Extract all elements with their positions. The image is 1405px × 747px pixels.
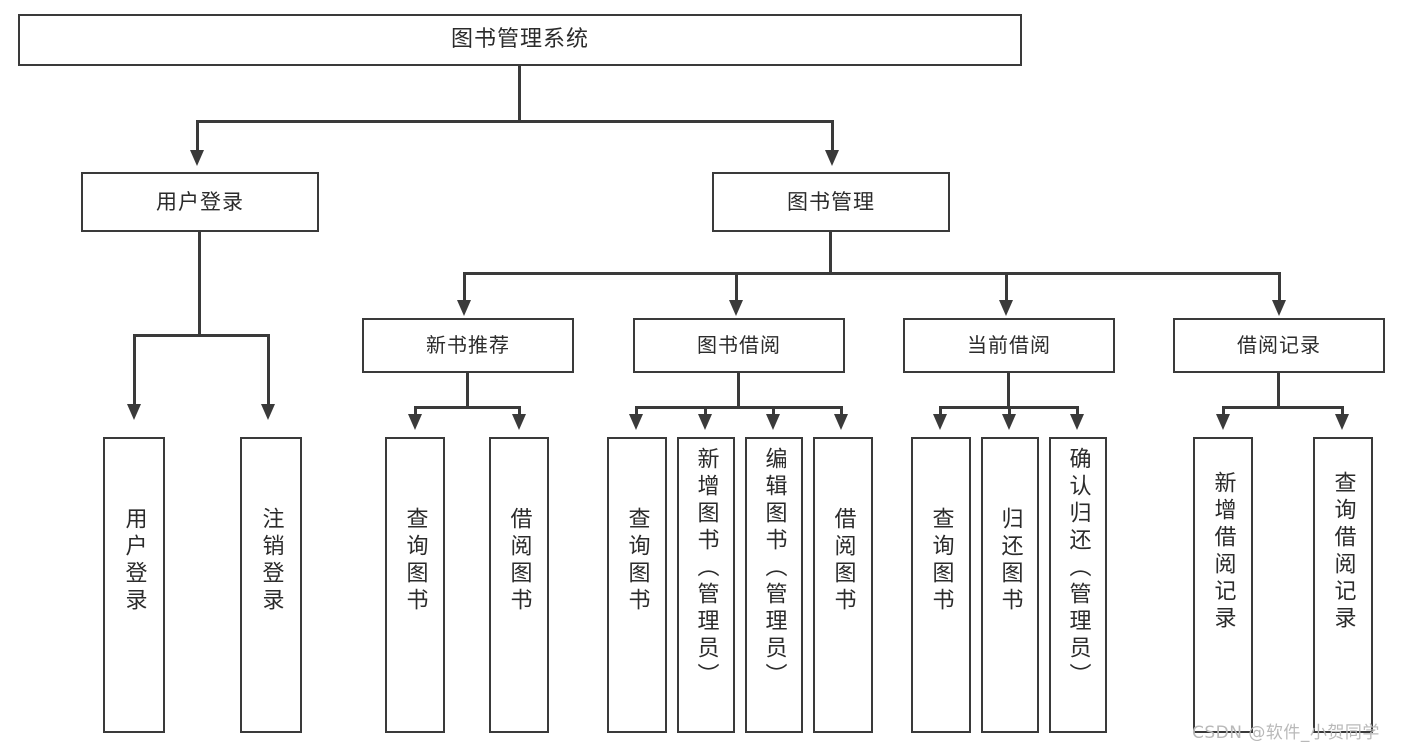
node-label: 归还图书	[997, 507, 1023, 615]
connector-br-drop-1	[1222, 406, 1225, 418]
connector-bb-drop-2	[704, 406, 707, 418]
node-label: 查询借阅记录	[1330, 471, 1356, 633]
node-new-book-recommend[interactable]: 新书推荐	[362, 318, 574, 373]
leaf-bb-query-book[interactable]: 查询图书	[607, 437, 667, 733]
arrowhead-cb-leaf-3	[1070, 414, 1084, 430]
connector-bm-drop-1	[463, 272, 466, 302]
node-label: 新增借阅记录	[1210, 471, 1236, 633]
node-label: 查询图书	[624, 507, 650, 615]
connector-cb-drop-1	[939, 406, 942, 418]
connector-root-to-book-management	[831, 120, 834, 152]
connector-user-login-drop-2	[267, 334, 270, 406]
leaf-cb-return-book[interactable]: 归还图书	[981, 437, 1039, 733]
arrowhead-leaf-user-login	[127, 404, 141, 420]
arrowhead-nbr-leaf-1	[408, 414, 422, 430]
arrowhead-bb-leaf-2	[698, 414, 712, 430]
csdn-watermark: CSDN @软件_小贺同学	[1192, 723, 1380, 743]
node-label: 用户登录	[121, 507, 147, 615]
arrowhead-br-leaf-1	[1216, 414, 1230, 430]
connector-cb-drop-2	[1008, 406, 1011, 418]
arrowhead-to-book-borrow	[729, 300, 743, 316]
node-current-borrow[interactable]: 当前借阅	[903, 318, 1115, 373]
leaf-br-query-record[interactable]: 查询借阅记录	[1313, 437, 1373, 733]
node-label: 借阅图书	[506, 507, 532, 615]
connector-user-login-bus	[133, 334, 270, 337]
connector-root-bus	[196, 120, 834, 123]
connector-nbr-bus	[414, 406, 521, 409]
connector-book-management-bus	[463, 272, 1281, 275]
connector-root-to-user-login	[196, 120, 199, 152]
node-label: 图书借阅	[697, 333, 781, 357]
connector-root-stem	[518, 66, 521, 122]
connector-user-login-drop-1	[133, 334, 136, 406]
node-label: 查询图书	[928, 507, 954, 615]
node-label: 编辑图书（管理员）	[761, 447, 787, 690]
connector-br-stem	[1277, 373, 1280, 408]
node-label: 图书管理系统	[450, 27, 589, 53]
node-book-management[interactable]: 图书管理	[712, 172, 950, 232]
connector-nbr-drop-1	[414, 406, 417, 418]
arrowhead-br-leaf-2	[1335, 414, 1349, 430]
arrowhead-to-user-login	[190, 150, 204, 166]
node-label: 借阅图书	[830, 507, 856, 615]
arrowhead-bb-leaf-4	[834, 414, 848, 430]
connector-nbr-stem	[466, 373, 469, 408]
leaf-nbr-query-book[interactable]: 查询图书	[385, 437, 445, 733]
leaf-bb-edit-book-admin[interactable]: 编辑图书（管理员）	[745, 437, 803, 733]
leaf-logout[interactable]: 注销登录	[240, 437, 302, 733]
node-label: 借阅记录	[1237, 333, 1321, 357]
connector-cb-drop-3	[1076, 406, 1079, 418]
leaf-nbr-borrow-book[interactable]: 借阅图书	[489, 437, 549, 733]
connector-br-drop-2	[1341, 406, 1344, 418]
node-book-borrow[interactable]: 图书借阅	[633, 318, 845, 373]
arrowhead-to-current-borrow	[999, 300, 1013, 316]
connector-cb-stem	[1007, 373, 1010, 408]
connector-bm-drop-4	[1278, 272, 1281, 302]
arrowhead-leaf-logout	[261, 404, 275, 420]
leaf-br-add-record[interactable]: 新增借阅记录	[1193, 437, 1253, 733]
connector-bm-drop-2	[735, 272, 738, 302]
connector-user-login-stem	[198, 232, 201, 336]
arrowhead-bb-leaf-1	[629, 414, 643, 430]
arrowhead-to-borrow-record	[1272, 300, 1286, 316]
node-label: 查询图书	[402, 507, 428, 615]
arrowhead-to-new-book-recommend	[457, 300, 471, 316]
connector-bb-bus	[635, 406, 843, 409]
node-root-book-management-system[interactable]: 图书管理系统	[18, 14, 1022, 66]
arrowhead-cb-leaf-1	[933, 414, 947, 430]
leaf-bb-borrow-book[interactable]: 借阅图书	[813, 437, 873, 733]
node-label: 图书管理	[787, 189, 875, 214]
node-label: 当前借阅	[967, 333, 1051, 357]
connector-bb-drop-3	[772, 406, 775, 418]
arrowhead-cb-leaf-2	[1002, 414, 1016, 430]
node-borrow-record[interactable]: 借阅记录	[1173, 318, 1385, 373]
connector-bb-stem	[737, 373, 740, 408]
leaf-bb-add-book-admin[interactable]: 新增图书（管理员）	[677, 437, 735, 733]
node-user-login[interactable]: 用户登录	[81, 172, 319, 232]
connector-bb-drop-1	[635, 406, 638, 418]
node-label: 新书推荐	[426, 333, 510, 357]
connector-bm-drop-3	[1005, 272, 1008, 302]
connector-book-management-stem	[829, 232, 832, 274]
node-label: 注销登录	[258, 507, 284, 615]
leaf-cb-query-book[interactable]: 查询图书	[911, 437, 971, 733]
connector-br-bus	[1222, 406, 1344, 409]
node-label: 确认归还（管理员）	[1065, 447, 1091, 690]
connector-nbr-drop-2	[518, 406, 521, 418]
node-label: 新增图书（管理员）	[693, 447, 719, 690]
arrowhead-nbr-leaf-2	[512, 414, 526, 430]
node-label: 用户登录	[156, 189, 244, 214]
connector-bb-drop-4	[840, 406, 843, 418]
arrowhead-bb-leaf-3	[766, 414, 780, 430]
arrowhead-to-book-management	[825, 150, 839, 166]
leaf-user-login[interactable]: 用户登录	[103, 437, 165, 733]
leaf-cb-confirm-return-admin[interactable]: 确认归还（管理员）	[1049, 437, 1107, 733]
